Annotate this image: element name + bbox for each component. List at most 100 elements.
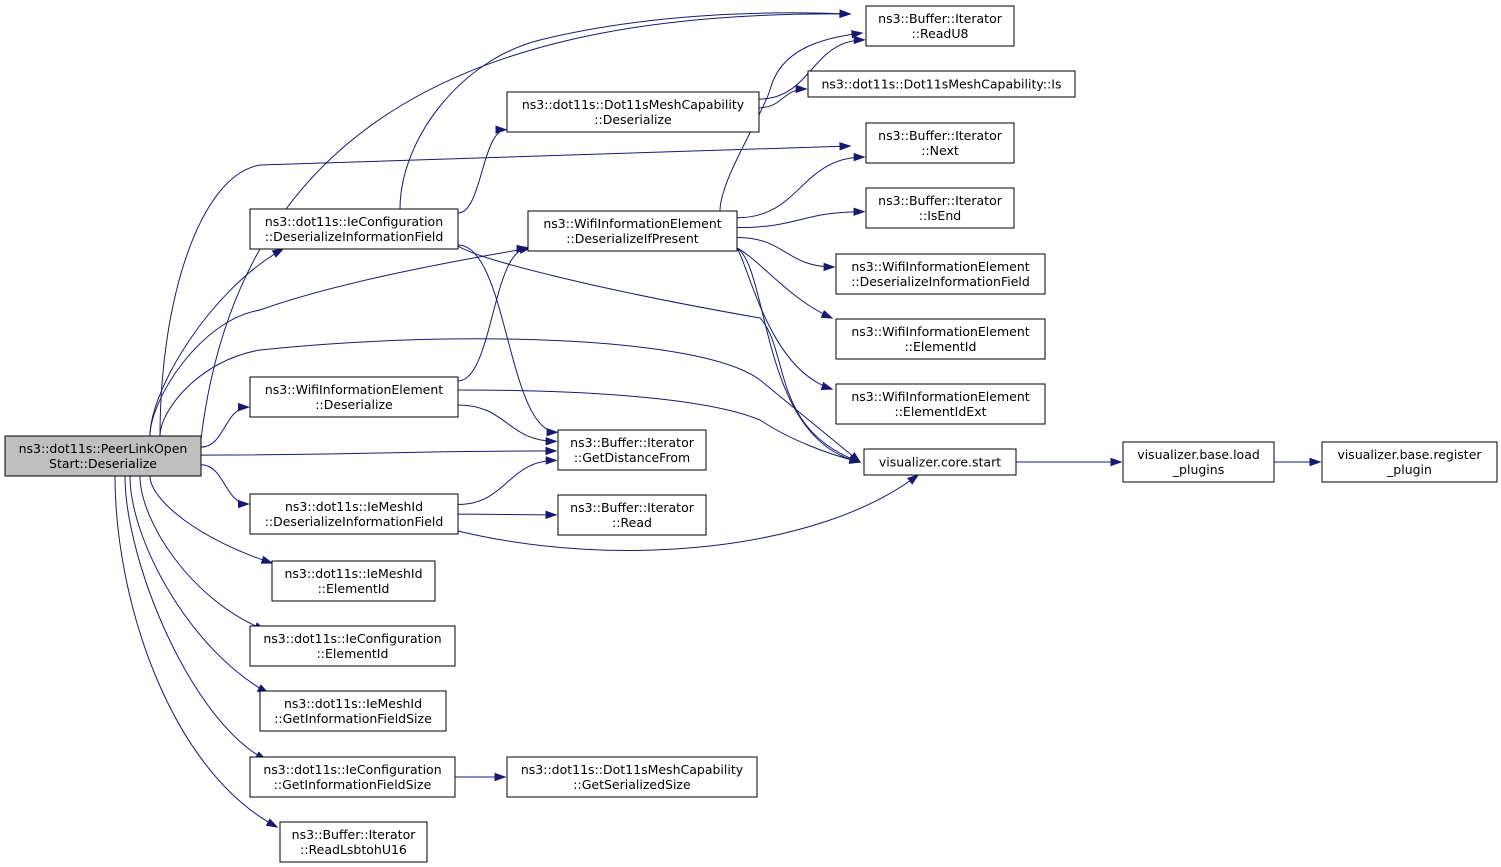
node-box [807,70,1076,98]
node-root[interactable]: ns3::dot11s::PeerLinkOpenStart::Deserial… [4,435,202,477]
edge-root-to-ieconf_dif-arrowhead [271,248,285,258]
node-label-line: ns3::dot11s::IeConfiguration [263,762,441,777]
node-meshid_eid[interactable]: ns3::dot11s::IeMeshId::ElementId [271,560,436,602]
node-label-line: ns3::WifiInformationElement [543,216,721,231]
node-box [249,376,459,418]
edge-root-to-wifi_deser-arrowhead [237,402,250,412]
edge-wifi_deser-to-wifi_difp [457,248,528,382]
edge-ieconf_dif-to-meshcap_deser [457,129,507,214]
edge-root-to-ieconf_dif [149,248,284,437]
edge-wifi_difp-to-isend [736,211,865,229]
node-box [249,756,456,798]
node-label-line: visualizer.base.register [1337,447,1482,462]
edge-meshid_dif-to-read [457,513,557,516]
edge-wifi_difp-to-next-arrowhead [853,152,866,162]
node-label-line: ns3::dot11s::Dot11sMeshCapability [522,97,745,112]
node-label-line: ::DeserializeInformationField [265,229,444,244]
node-label-line: ns3::WifiInformationElement [851,389,1029,404]
edge-root-to-readlsb-arrowhead [265,818,279,828]
edge-ieconf_gifs-to-meshcap_gss-arrowhead [494,772,507,782]
node-label-line: ::Read [612,515,652,530]
edge-ieconf_dif-to-readu8 [399,12,851,210]
node-wifi_deser[interactable]: ns3::WifiInformationElement::Deserialize [249,376,459,418]
node-readu8[interactable]: ns3::Buffer::Iterator::ReadU8 [865,5,1015,47]
edge-wifi_difp-to-wifi_eidext [736,247,833,390]
node-label-line: ns3::Buffer::Iterator [570,500,695,515]
edge-wifi_difp-to-wifi_dif [736,236,835,268]
edge-meshcap_deser-to-meshcap_is-arrowhead [795,84,808,94]
node-label-line: visualizer.core.start [879,455,1001,470]
node-box [249,208,459,250]
node-label-line: ns3::Buffer::Iterator [878,128,1003,143]
node-label-line: ns3::WifiInformationElement [851,259,1029,274]
node-box [249,625,456,667]
edge-root-to-meshid_eid-arrowhead [260,555,274,564]
edge-root-to-next [159,145,851,437]
node-viz_reg[interactable]: visualizer.base.register_plugin [1321,441,1498,483]
node-meshid_dif[interactable]: ns3::dot11s::IeMeshId::DeserializeInform… [249,493,459,535]
node-isend[interactable]: ns3::Buffer::Iterator::IsEnd [865,187,1015,229]
node-ieconf_eid[interactable]: ns3::dot11s::IeConfiguration::ElementId [249,625,456,667]
node-box [249,493,459,535]
node-ieconf_dif[interactable]: ns3::dot11s::IeConfiguration::Deserializ… [249,208,459,250]
node-meshid_gifs[interactable]: ns3::dot11s::IeMeshId::GetInformationFie… [259,690,447,732]
edge-wifi_deser-to-wifi_difp-arrowhead [516,244,529,253]
node-label-line: ns3::Buffer::Iterator [878,193,1003,208]
edge-root-to-meshid_eid [149,475,273,564]
node-meshcap_is[interactable]: ns3::dot11s::Dot11sMeshCapability::Is [807,70,1076,98]
node-meshcap_gss[interactable]: ns3::dot11s::Dot11sMeshCapability::GetSe… [506,756,758,798]
node-label-line: ns3::dot11s::Dot11sMeshCapability [521,762,744,777]
node-label-line: ::GetInformationFieldSize [274,711,432,726]
call-nodes: ns3::dot11s::PeerLinkOpenStart::Deserial… [4,5,1498,863]
edge-meshcap_deser-to-readu8 [758,39,865,100]
edge-ieconf_dif-to-viz_start [457,245,861,463]
node-label-line: ns3::dot11s::IeMeshId [284,566,422,581]
node-label-line: ::Deserialize [594,112,672,127]
node-ieconf_gifs[interactable]: ns3::dot11s::IeConfiguration::GetInforma… [249,756,456,798]
edge-wifi_difp-to-wifi_eid-arrowhead [820,309,834,319]
node-label-line: ::ReadLsbtohU16 [300,842,407,857]
node-label-line: ns3::Buffer::Iterator [878,11,1003,26]
node-label-line: ns3::dot11s::IeConfiguration [263,631,441,646]
edge-root-to-getdist [200,450,557,456]
node-label-line: ::Next [921,143,959,158]
node-label-line: Start::Deserialize [49,456,157,471]
node-viz_start[interactable]: visualizer.core.start [863,448,1017,476]
node-box [863,448,1017,476]
edge-wifi_deser-to-viz_start-arrowhead [848,455,862,464]
call-edges [114,9,1322,828]
node-box [557,494,707,536]
node-box [1321,441,1498,483]
node-wifi_difp[interactable]: ns3::WifiInformationElement::Deserialize… [527,210,738,252]
node-wifi_eidext[interactable]: ns3::WifiInformationElement::ElementIdEx… [835,383,1046,425]
node-meshcap_deser[interactable]: ns3::dot11s::Dot11sMeshCapability::Deser… [506,91,760,133]
node-box [865,122,1015,164]
node-box [259,690,447,732]
node-wifi_eid[interactable]: ns3::WifiInformationElement::ElementId [835,318,1046,360]
edge-ieconf_dif-to-getdist-arrowhead [546,428,559,437]
edge-root-to-readu8 [200,13,851,440]
node-box [557,429,707,471]
node-label-line: ::GetDistanceFrom [574,450,690,465]
edge-meshid_dif-to-viz_start [457,474,919,551]
node-label-line: ::ReadU8 [912,26,969,41]
node-box [506,91,760,133]
node-box [506,756,758,798]
node-label-line: ns3::dot11s::IeMeshId [285,499,423,514]
edge-meshid_dif-to-viz_start-arrowhead [907,474,920,485]
node-viz_load[interactable]: visualizer.base.load_plugins [1122,441,1275,483]
node-label-line: _plugin [1386,462,1432,477]
edge-root-to-ieconf_gifs [124,475,267,761]
edge-viz_load-to-viz_reg-arrowhead [1309,457,1322,467]
node-getdist[interactable]: ns3::Buffer::Iterator::GetDistanceFrom [557,429,707,471]
edge-wifi_deser-to-getdist-arrowhead [545,437,558,446]
edge-wifi_deser-to-getdist [457,404,557,442]
node-next[interactable]: ns3::Buffer::Iterator::Next [865,122,1015,164]
node-label-line: ns3::WifiInformationElement [851,324,1029,339]
node-box [279,821,428,863]
node-wifi_dif[interactable]: ns3::WifiInformationElement::Deserialize… [835,253,1046,295]
node-read[interactable]: ns3::Buffer::Iterator::Read [557,494,707,536]
node-label-line: _plugins [1172,462,1224,477]
node-readlsb[interactable]: ns3::Buffer::Iterator::ReadLsbtohU16 [279,821,428,863]
node-label-line: ::ElementId [905,339,977,354]
